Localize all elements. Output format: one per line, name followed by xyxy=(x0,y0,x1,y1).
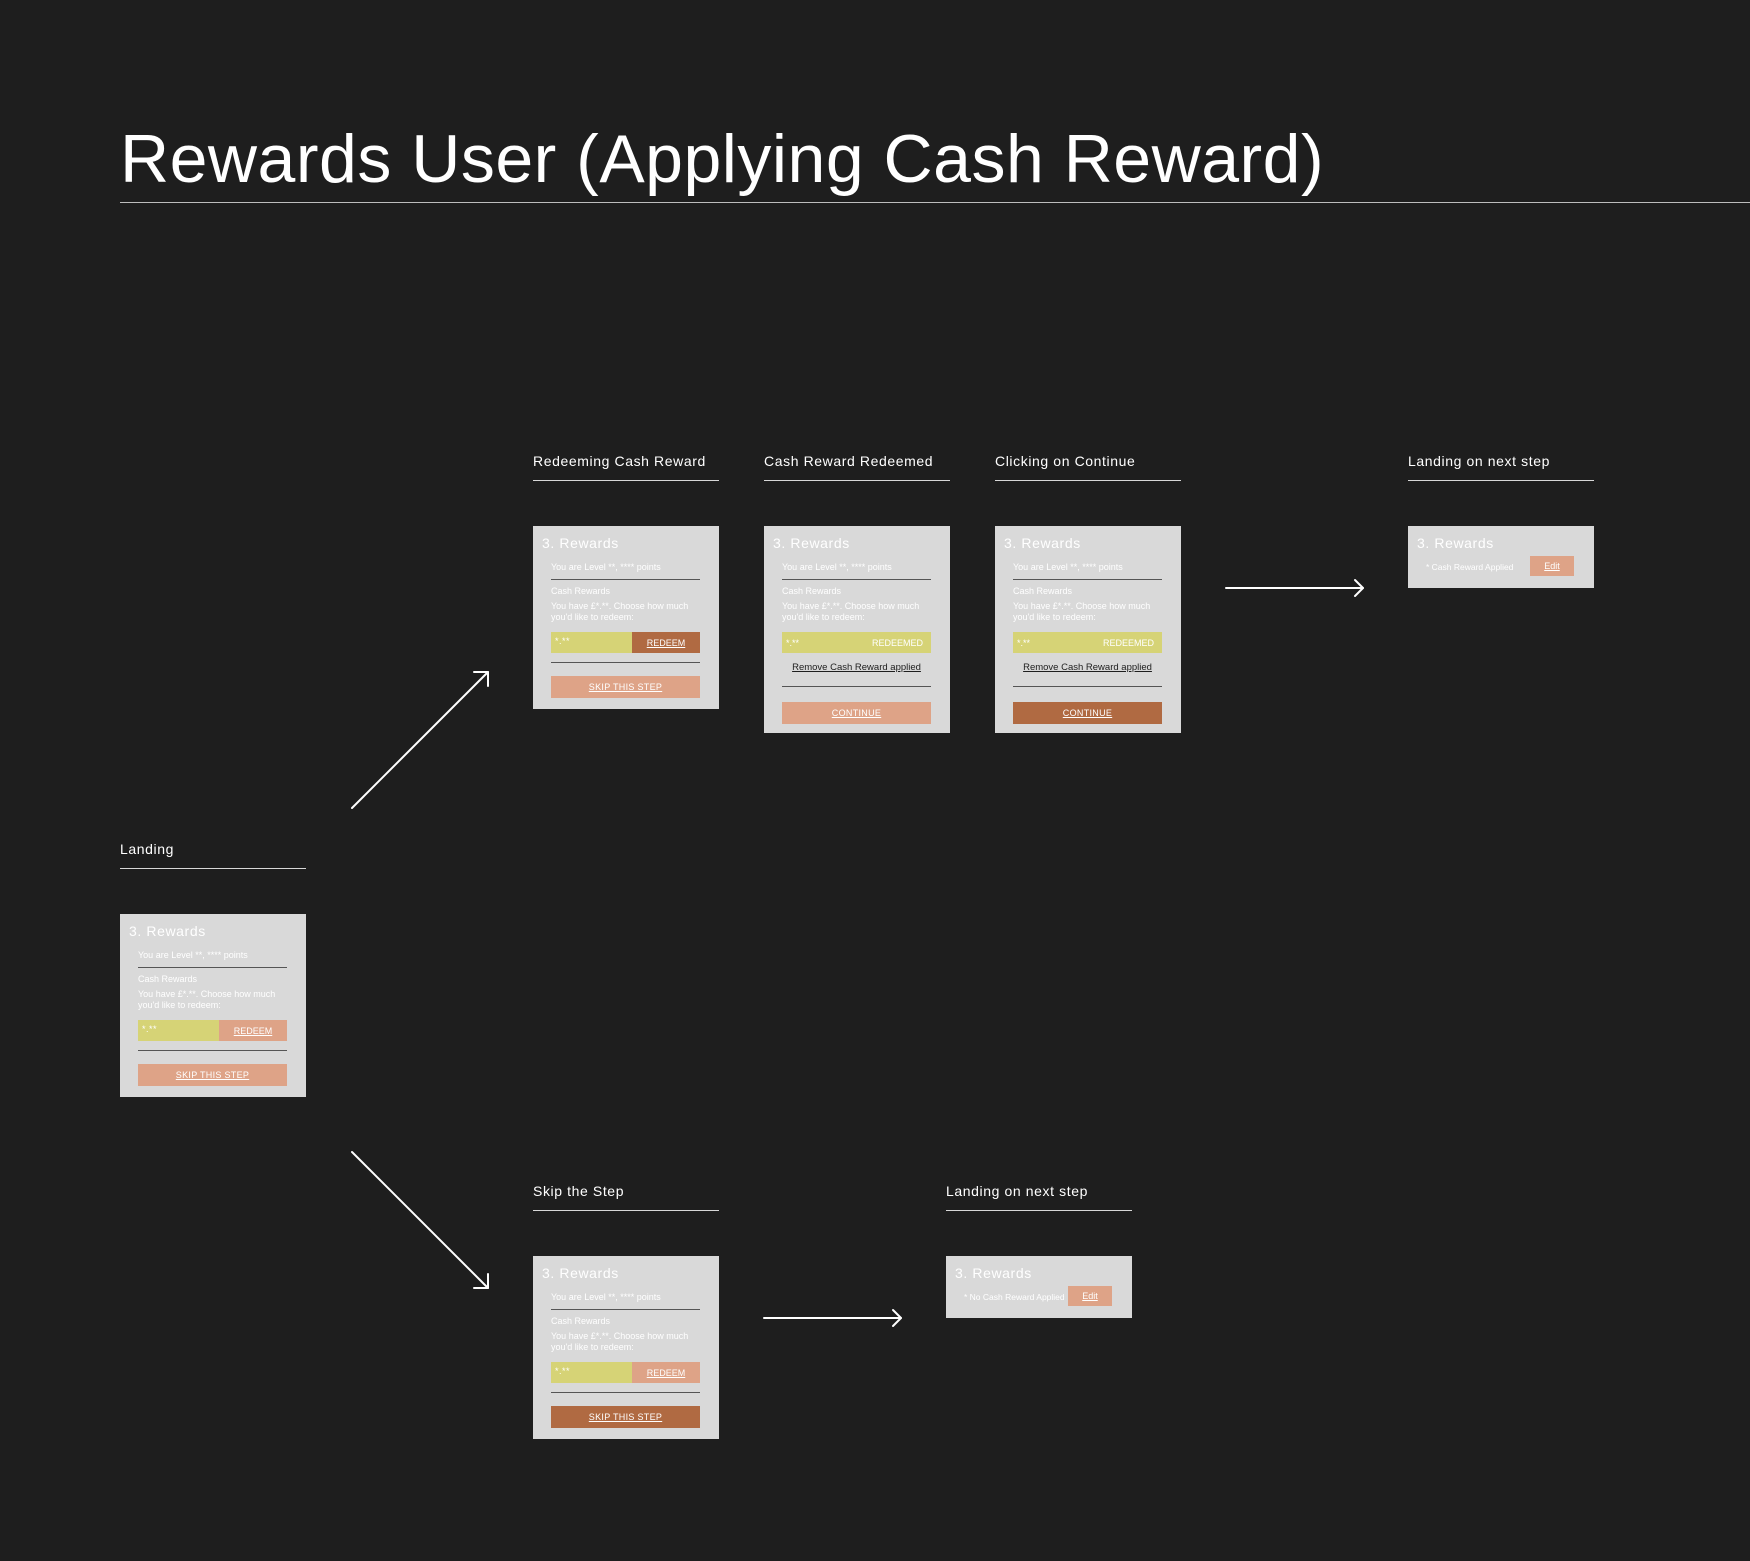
rewards-card-next-applied: 3. Rewards * Cash Reward Applied Edit xyxy=(1408,526,1594,588)
level-text: You are Level **, **** points xyxy=(551,1292,661,1302)
cash-rewards-title: Cash Rewards xyxy=(551,1316,611,1326)
rewards-card-redeeming: 3. Rewards You are Level **, **** points… xyxy=(533,526,719,709)
redeem-button[interactable]: REDEEM xyxy=(219,1020,287,1041)
edit-button[interactable]: Edit xyxy=(1068,1286,1112,1306)
cash-reward-summary: * Cash Reward Applied xyxy=(1426,562,1514,572)
step-clicking-continue-label: Clicking on Continue xyxy=(995,453,1181,481)
cash-rewards-desc: You have £*.**. Choose how much you'd li… xyxy=(551,601,689,622)
card-divider xyxy=(551,1309,700,1310)
step-landing-label: Landing xyxy=(120,841,306,869)
step-label: Landing on next step xyxy=(1408,453,1594,481)
page-title: Rewards User (Applying Cash Reward) xyxy=(120,121,1325,197)
step-label: Landing on next step xyxy=(946,1183,1132,1211)
remove-cash-reward-link[interactable]: Remove Cash Reward applied xyxy=(792,662,921,673)
rewards-card-redeemed: 3. Rewards You are Level **, **** points… xyxy=(764,526,950,733)
edit-button[interactable]: Edit xyxy=(1530,556,1574,576)
cash-rewards-title: Cash Rewards xyxy=(138,974,198,984)
rewards-card-clicking-continue: 3. Rewards You are Level **, **** points… xyxy=(995,526,1181,733)
step-label: Clicking on Continue xyxy=(995,453,1181,481)
step-label: Skip the Step xyxy=(533,1183,719,1211)
step-next-applied-label: Landing on next step xyxy=(1408,453,1594,481)
arrow-landing-to-skip xyxy=(351,1151,489,1289)
amount-value: *.** xyxy=(786,637,800,648)
cash-rewards-desc: You have £*.**. Choose how much you'd li… xyxy=(1013,601,1151,622)
redeem-row: *.** REDEEM xyxy=(138,1020,287,1041)
card-heading: 3. Rewards xyxy=(955,1265,1032,1281)
amount-input[interactable]: *.** xyxy=(138,1020,219,1041)
skip-step-button[interactable]: SKIP THIS STEP xyxy=(551,676,700,698)
redeemed-field: *.** REDEEMED xyxy=(1013,632,1162,653)
card-heading: 3. Rewards xyxy=(773,535,850,551)
amount-input[interactable]: *.** xyxy=(551,1362,632,1383)
card-divider xyxy=(1013,686,1162,687)
level-text: You are Level **, **** points xyxy=(782,562,892,572)
cash-rewards-title: Cash Rewards xyxy=(782,586,842,596)
step-redeeming-label: Redeeming Cash Reward xyxy=(533,453,719,481)
cash-reward-summary: * No Cash Reward Applied xyxy=(964,1292,1064,1302)
step-next-none-label: Landing on next step xyxy=(946,1183,1132,1211)
title-divider xyxy=(120,202,1750,203)
amount-input[interactable]: *.** xyxy=(551,632,632,653)
redeem-row: *.** REDEEM xyxy=(551,632,700,653)
cash-rewards-desc: You have £*.**. Choose how much you'd li… xyxy=(782,601,920,622)
redeem-row: *.** REDEEM xyxy=(551,1362,700,1383)
redeem-button[interactable]: REDEEM xyxy=(632,632,700,653)
step-label: Cash Reward Redeemed xyxy=(764,453,950,481)
rewards-card-next-none: 3. Rewards * No Cash Reward Applied Edit xyxy=(946,1256,1132,1318)
card-heading: 3. Rewards xyxy=(542,1265,619,1281)
card-divider xyxy=(551,662,700,663)
redeemed-field: *.** REDEEMED xyxy=(782,632,931,653)
continue-button[interactable]: CONTINUE xyxy=(782,702,931,724)
rewards-card-landing: 3. Rewards You are Level **, **** points… xyxy=(120,914,306,1097)
redeemed-status: REDEEMED xyxy=(1102,637,1154,648)
skip-step-button[interactable]: SKIP THIS STEP xyxy=(551,1406,700,1428)
remove-cash-reward-link[interactable]: Remove Cash Reward applied xyxy=(1023,662,1152,673)
step-label: Redeeming Cash Reward xyxy=(533,453,719,481)
cash-rewards-desc: You have £*.**. Choose how much you'd li… xyxy=(551,1331,689,1352)
skip-step-button[interactable]: SKIP THIS STEP xyxy=(138,1064,287,1086)
cash-rewards-title: Cash Rewards xyxy=(551,586,611,596)
step-skip-label: Skip the Step xyxy=(533,1183,719,1211)
amount-value: *.** xyxy=(1017,637,1031,648)
level-text: You are Level **, **** points xyxy=(138,950,248,960)
level-text: You are Level **, **** points xyxy=(551,562,661,572)
cash-rewards-title: Cash Rewards xyxy=(1013,586,1073,596)
card-divider xyxy=(551,1392,700,1393)
arrow-continue-to-next xyxy=(1225,579,1364,597)
card-heading: 3. Rewards xyxy=(1417,535,1494,551)
step-label: Landing xyxy=(120,841,306,869)
arrow-landing-to-redeeming xyxy=(351,671,489,809)
redeem-button[interactable]: REDEEM xyxy=(632,1362,700,1383)
card-heading: 3. Rewards xyxy=(129,923,206,939)
continue-button[interactable]: CONTINUE xyxy=(1013,702,1162,724)
card-heading: 3. Rewards xyxy=(1004,535,1081,551)
level-text: You are Level **, **** points xyxy=(1013,562,1123,572)
redeemed-status: REDEEMED xyxy=(871,637,923,648)
card-heading: 3. Rewards xyxy=(542,535,619,551)
card-divider xyxy=(551,579,700,580)
step-redeemed-label: Cash Reward Redeemed xyxy=(764,453,950,481)
arrow-skip-to-next xyxy=(763,1309,902,1327)
card-divider xyxy=(138,967,287,968)
card-divider xyxy=(138,1050,287,1051)
rewards-card-skip: 3. Rewards You are Level **, **** points… xyxy=(533,1256,719,1439)
card-divider xyxy=(1013,579,1162,580)
cash-rewards-desc: You have £*.**. Choose how much you'd li… xyxy=(138,989,276,1010)
card-divider xyxy=(782,579,931,580)
card-divider xyxy=(782,686,931,687)
